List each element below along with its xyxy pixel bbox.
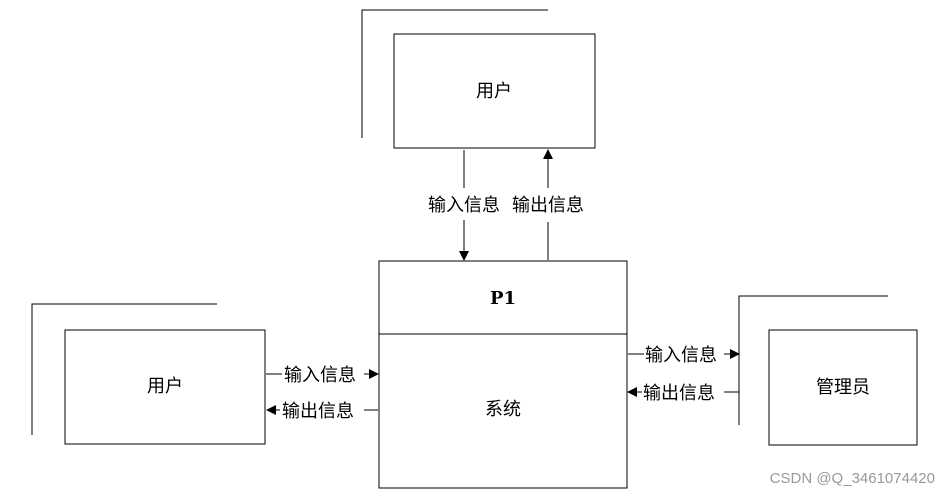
entity-admin: 管理员 [738, 295, 918, 446]
entity-top-user-label: 用户 [476, 81, 512, 102]
process-box [378, 260, 628, 489]
entity-admin-shadow [738, 295, 888, 425]
flow-top-in: 输入信息 [428, 150, 500, 261]
flow-left-in: 输入信息 [266, 365, 379, 386]
process-name: 系统 [485, 399, 521, 420]
entity-top-user-shadow [361, 9, 548, 138]
entity-left-user: 用户 [31, 303, 266, 445]
entity-top-user: 用户 [361, 9, 596, 149]
process-id: P1 [490, 288, 516, 309]
flow-top-out-label: 输出信息 [512, 195, 584, 216]
entity-left-user-label: 用户 [147, 376, 183, 397]
flow-right-in: 输入信息 [628, 345, 740, 366]
flow-top-out: 输出信息 [512, 149, 584, 260]
flow-top-in-label: 输入信息 [428, 195, 500, 216]
flow-right-in-label: 输入信息 [645, 345, 717, 366]
entity-admin-label: 管理员 [816, 377, 870, 398]
flow-left-in-label: 输入信息 [284, 365, 356, 386]
entity-admin-box [768, 329, 918, 446]
entity-left-user-box [64, 329, 266, 445]
flow-right-out: 输出信息 [627, 383, 739, 404]
flow-left-out-label: 输出信息 [282, 401, 354, 422]
flow-right-out-label: 输出信息 [643, 383, 715, 404]
entity-left-user-shadow [31, 303, 217, 435]
flow-left-out: 输出信息 [266, 401, 378, 422]
watermark: CSDN @Q_3461074420 [770, 470, 935, 487]
entity-top-user-box [393, 33, 596, 149]
process-p1: P1 系统 [378, 260, 628, 489]
